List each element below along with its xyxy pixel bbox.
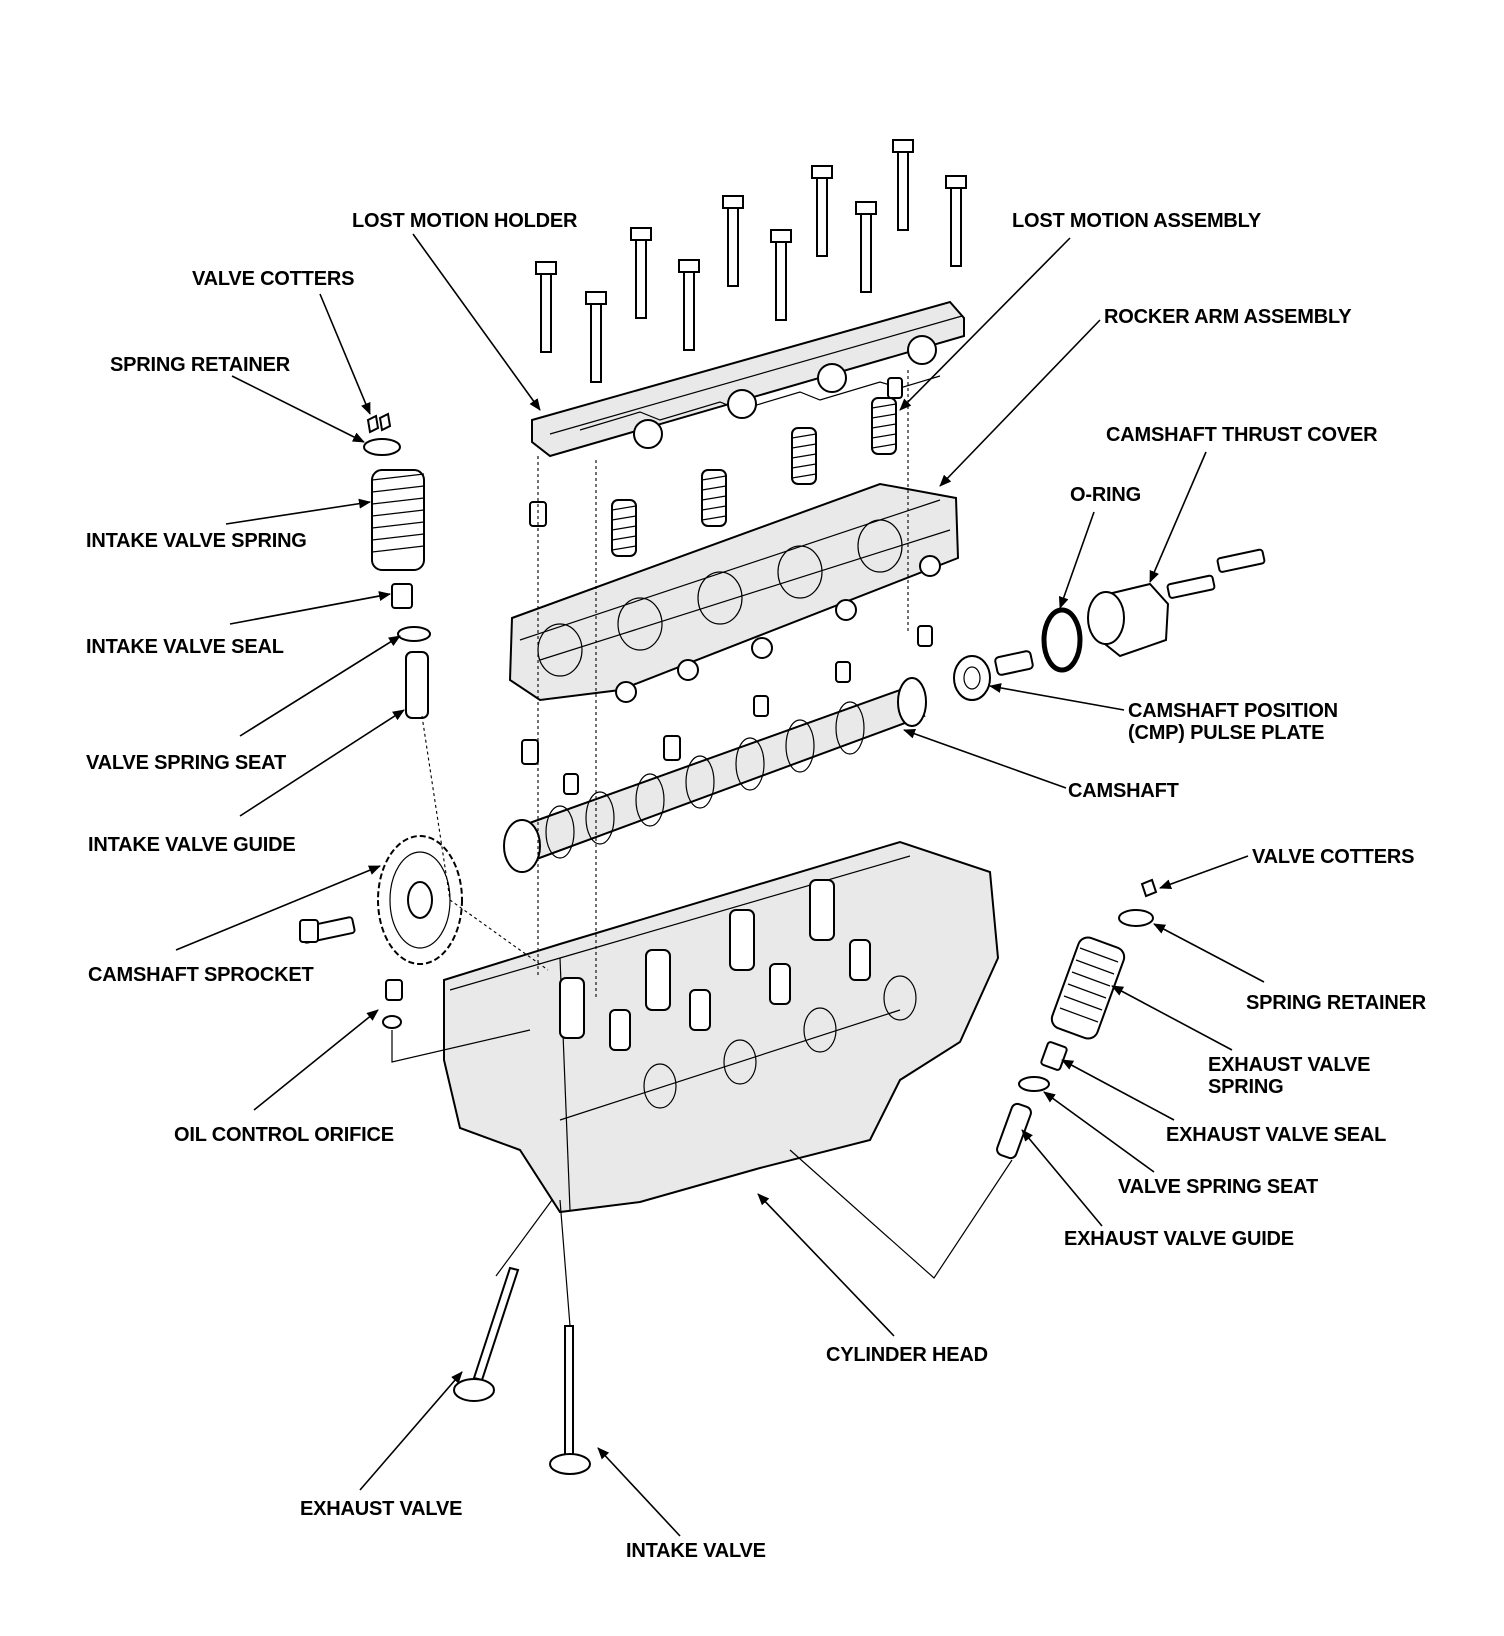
label-valve-cotters-right: VALVE COTTERS [1252,846,1415,868]
holder-bolts [535,139,967,383]
label-oil-control-orifice: OIL CONTROL ORIFICE [174,1124,394,1146]
label-spring-retainer-right: SPRING RETAINER [1246,992,1426,1014]
label-camshaft: CAMSHAFT [1068,780,1179,802]
lost-motion-springs [611,397,897,557]
label-exhaust-valve: EXHAUST VALVE [300,1498,463,1520]
label-exhaust-valve-guide: EXHAUST VALVE GUIDE [1064,1228,1294,1250]
label-valve-cotters-left: VALVE COTTERS [192,268,355,290]
label-camshaft-sprocket: CAMSHAFT SPROCKET [88,964,314,986]
cmp-pulse-plate [953,655,991,701]
label-cylinder-head: CYLINDER HEAD [826,1344,988,1366]
pulse-plate-bolt [994,650,1034,676]
label-cmp-pulse-plate-line2: (CMP) PULSE PLATE [1128,722,1325,744]
label-valve-spring-seat-left: VALVE SPRING SEAT [86,752,286,774]
label-intake-valve-seal: INTAKE VALVE SEAL [86,636,284,658]
alignment-lines [391,370,1013,1327]
sprocket-bolt [299,916,356,944]
camshaft-sprocket [377,835,463,965]
thrust-cover-bolts [1166,548,1266,599]
label-intake-valve-guide: INTAKE VALVE GUIDE [88,834,296,856]
label-intake-valve: INTAKE VALVE [626,1540,766,1562]
label-o-ring: O-RING [1070,484,1142,506]
label-exhaust-valve-seal: EXHAUST VALVE SEAL [1166,1124,1387,1146]
exhaust-valve-stack [996,878,1158,1160]
label-spring-retainer-left: SPRING RETAINER [110,354,290,376]
o-ring [1041,607,1083,673]
label-exhaust-valve-spring-line1: EXHAUST VALVE [1208,1054,1371,1076]
label-camshaft-thrust-cover: CAMSHAFT THRUST COVER [1106,424,1378,446]
label-rocker-arm-assembly: ROCKER ARM ASSEMBLY [1104,306,1352,328]
camshaft-thrust-cover [1087,582,1170,658]
label-valve-spring-seat-right: VALVE SPRING SEAT [1118,1176,1318,1198]
intake-valve [549,1325,591,1475]
rocker-arm-assembly [508,482,960,703]
exhaust-valve [453,1266,520,1402]
label-exhaust-valve-spring-line2: SPRING [1208,1076,1284,1098]
camshaft [503,677,927,873]
intake-valve-stack [363,412,431,719]
leader-lines [175,233,1265,1537]
cylinder-head [443,840,1000,1214]
label-intake-valve-spring: INTAKE VALVE SPRING [86,530,307,552]
dowel-pins [521,377,933,795]
label-lost-motion-assembly: LOST MOTION ASSEMBLY [1012,210,1261,232]
label-lost-motion-holder: LOST MOTION HOLDER [352,210,578,232]
oil-control-orifice [382,979,403,1029]
label-cmp-pulse-plate-line1: CAMSHAFT POSITION [1128,700,1338,722]
